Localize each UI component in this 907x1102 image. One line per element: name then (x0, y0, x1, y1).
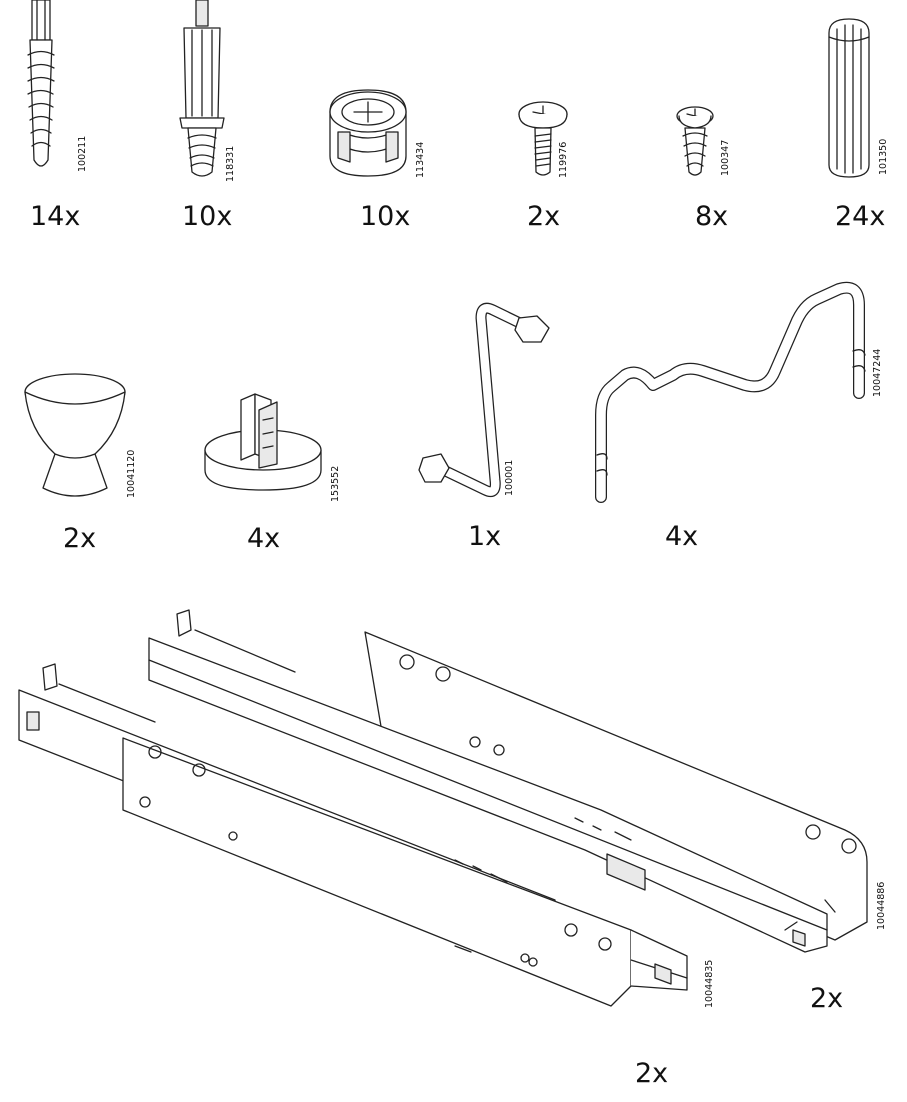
part-article-number: 113434 (415, 141, 426, 178)
part-quantity: 2x (63, 523, 97, 554)
allen-key-icon (415, 300, 575, 505)
part-quantity: 2x (810, 983, 844, 1014)
wood-screw-icon (10, 0, 100, 180)
part-knob: 10041120 2x (15, 370, 145, 555)
dowel-pin-icon (160, 0, 250, 180)
part-article-number: 10044886 (876, 881, 887, 930)
cam-lock-icon (320, 60, 430, 180)
part-allen-key: 100001 1x (415, 300, 575, 555)
part-article-number: 153552 (330, 465, 341, 502)
part-article-number: 10047244 (872, 348, 883, 397)
part-machine-screw: 119976 2x (505, 80, 595, 240)
drawer-rail-icon (15, 660, 705, 1020)
foot-pad-icon (195, 390, 355, 505)
part-article-number: 100347 (720, 139, 731, 176)
part-wooden-dowel: 101350 24x (815, 15, 907, 240)
part-article-number: 10041120 (126, 449, 137, 498)
part-quantity: 4x (247, 523, 281, 554)
short-screw-icon (665, 100, 755, 180)
drawer-rail-icon (145, 600, 875, 960)
part-drawer-rail-front: 10044835 2x (15, 660, 715, 1090)
part-article-number: 118331 (225, 145, 236, 182)
part-cam-lock: 113434 10x (320, 60, 430, 240)
part-short-screw: 100347 8x (665, 100, 755, 240)
part-quantity: 8x (695, 201, 729, 232)
part-article-number: 119976 (558, 141, 569, 178)
part-dowel-pin: 118331 10x (160, 0, 250, 240)
part-article-number: 100211 (77, 135, 88, 172)
part-quantity: 4x (665, 521, 699, 552)
part-foot-pad: 153552 4x (195, 390, 355, 555)
part-article-number: 101350 (878, 138, 889, 175)
part-quantity: 2x (635, 1058, 669, 1089)
part-drawer-rail-back: 10044886 2x (145, 600, 907, 1020)
part-quantity: 10x (182, 201, 233, 232)
knob-icon (15, 370, 145, 505)
part-quantity: 24x (835, 201, 886, 232)
part-wood-screw: 100211 14x (10, 0, 100, 240)
part-quantity: 1x (468, 521, 502, 552)
part-quantity: 2x (527, 201, 561, 232)
part-quantity: 14x (30, 201, 81, 232)
part-wire-handle: 10047244 4x (595, 275, 907, 555)
part-quantity: 10x (360, 201, 411, 232)
machine-screw-icon (505, 80, 595, 180)
wooden-dowel-icon (815, 15, 907, 180)
part-article-number: 10044835 (704, 959, 715, 1008)
part-article-number: 100001 (504, 459, 515, 496)
wire-handle-icon (595, 275, 907, 500)
